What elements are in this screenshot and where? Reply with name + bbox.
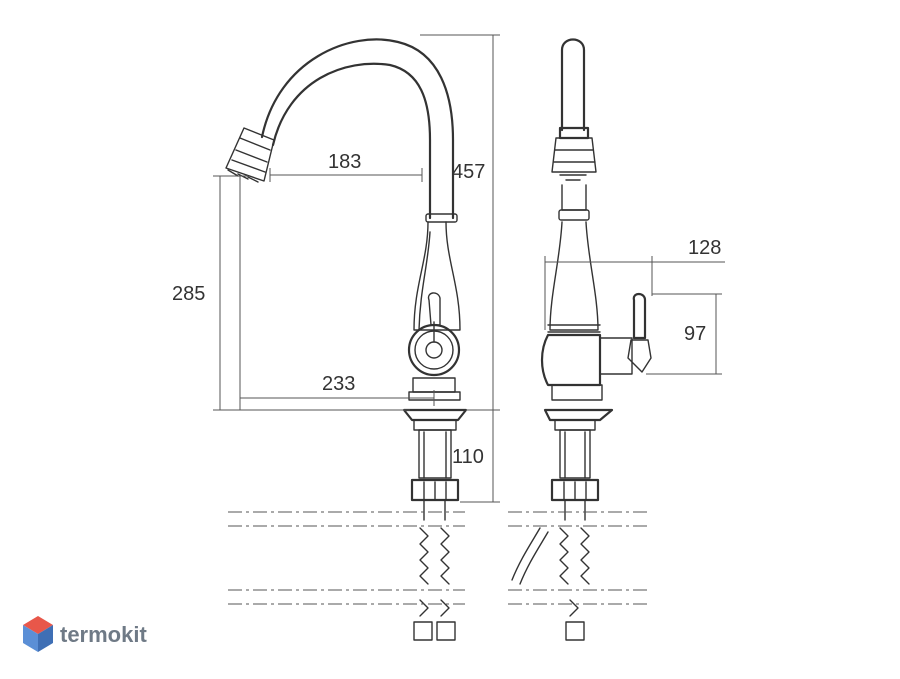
side-hoses <box>511 499 590 641</box>
side-body <box>549 221 599 331</box>
dim-total-height: 457 <box>452 161 485 183</box>
countertop-lines <box>228 511 648 605</box>
dim-handle-height: 97 <box>684 323 706 345</box>
dim-base-to-spout: 233 <box>322 373 355 395</box>
side-handle-housing <box>540 333 602 387</box>
dim-shank-length: 110 <box>452 446 484 468</box>
spout-outer <box>260 38 455 220</box>
side-handle-lever <box>632 292 647 340</box>
front-dimensions <box>213 34 500 503</box>
front-handle-lever <box>427 292 441 326</box>
front-base-plate <box>402 408 468 422</box>
front-mount-nut <box>410 478 460 502</box>
dim-spout-reach: 183 <box>328 151 361 173</box>
side-mount-nut <box>550 478 600 502</box>
side-spout <box>560 38 586 132</box>
brand-name: termokit <box>60 622 147 647</box>
aerator-head <box>225 127 275 182</box>
brand-logo-icon <box>23 616 53 652</box>
dim-spout-height: 285 <box>172 283 205 305</box>
side-dimensions <box>544 256 725 375</box>
front-hoses <box>413 499 456 641</box>
front-view <box>225 38 468 641</box>
dim-handle-offset: 128 <box>688 237 721 259</box>
faucet-body <box>413 221 461 331</box>
side-base-plate <box>543 408 614 422</box>
brand-logo: termokit <box>23 616 147 652</box>
side-view <box>511 38 652 641</box>
spout-inner <box>271 62 432 220</box>
